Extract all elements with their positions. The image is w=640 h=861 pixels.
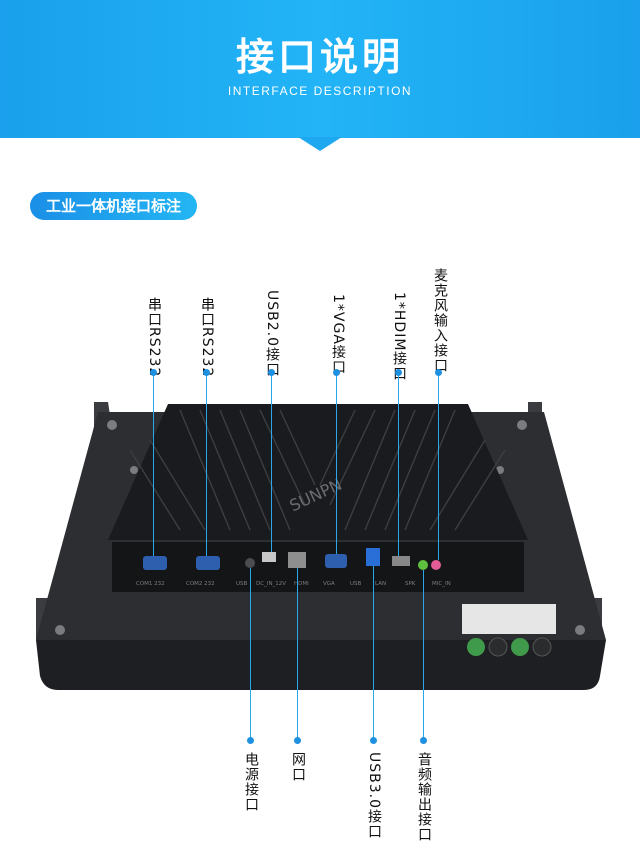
dot-mic-in (435, 369, 442, 376)
button-2 (488, 637, 508, 657)
callout-rs232-2: 串口RS232 (199, 297, 215, 378)
dot-vga (333, 369, 340, 376)
lan-port (288, 552, 306, 568)
rating-plate (462, 604, 556, 634)
leader-power (250, 568, 251, 740)
dot-hdmi (395, 369, 402, 376)
button-power (467, 638, 485, 656)
screws (55, 420, 585, 635)
callout-usb2: USB2.0接口 (264, 290, 280, 378)
dot-power (247, 737, 254, 744)
callout-power: 电源接口 (243, 752, 259, 812)
io-strip (112, 542, 524, 592)
rs232-port-1 (143, 556, 167, 570)
callout-rs232-1: 串口RS232 (146, 297, 162, 378)
leader-rs232-2 (206, 372, 207, 556)
leader-mic-in (438, 372, 439, 560)
leader-vga (336, 372, 337, 554)
svg-text:VGA: VGA (323, 581, 335, 587)
hdmi-port (392, 556, 410, 566)
usb2-port (262, 552, 276, 562)
leader-audio-out (423, 570, 424, 740)
dot-lan (294, 737, 301, 744)
dot-audio-out (420, 737, 427, 744)
button-4 (532, 637, 552, 657)
heat-sink-fins (129, 409, 506, 531)
audio-out-port (418, 560, 428, 570)
dot-usb3 (370, 737, 377, 744)
svg-text:COM1 232: COM1 232 (136, 581, 165, 587)
svg-text:USB: USB (236, 581, 248, 587)
rs232-port-2 (196, 556, 220, 570)
mic-in-port (431, 560, 441, 570)
callout-usb3: USB3.0接口 (366, 752, 382, 840)
section-label: 工业一体机接口标注 (30, 192, 198, 220)
leader-lan (297, 568, 298, 740)
callout-audio-out: 音频输出接口 (416, 752, 432, 842)
page-subtitle: INTERFACE DESCRIPTION (227, 84, 413, 98)
svg-text:COM2 232: COM2 232 (186, 581, 215, 587)
leader-usb3 (373, 566, 374, 740)
callout-vga: 1*VGA接口 (330, 294, 346, 375)
leader-rs232-1 (153, 372, 154, 556)
button-3 (511, 638, 529, 656)
callout-lan: 网口 (290, 752, 306, 782)
callout-mic-in: 麦克风输入接口 (432, 268, 448, 373)
dot-rs232-2 (203, 369, 210, 376)
svg-text:MIC_IN: MIC_IN (432, 581, 451, 587)
io-port-labels: COM1 232 COM2 232 USB DC_IN_12V HDMI VGA… (136, 581, 451, 587)
svg-text:DC_IN_12V: DC_IN_12V (256, 581, 286, 587)
banner-notch (298, 137, 342, 151)
power-port (245, 558, 255, 568)
svg-text:SPK: SPK (405, 581, 416, 587)
callout-hdmi: 1*HDIM接口 (391, 292, 407, 382)
leader-hdmi (398, 372, 399, 556)
svg-text:HDMI: HDMI (294, 581, 309, 587)
svg-text:LAN: LAN (375, 581, 386, 587)
leader-usb2 (271, 372, 272, 552)
svg-text:USB: USB (350, 581, 362, 587)
panel-bezel (36, 640, 606, 690)
dot-usb2 (268, 369, 275, 376)
header-banner (0, 0, 640, 138)
dot-rs232-1 (150, 369, 157, 376)
page-title: 接口说明 (235, 35, 404, 79)
vga-port (325, 554, 347, 568)
usb3-port (366, 548, 380, 566)
